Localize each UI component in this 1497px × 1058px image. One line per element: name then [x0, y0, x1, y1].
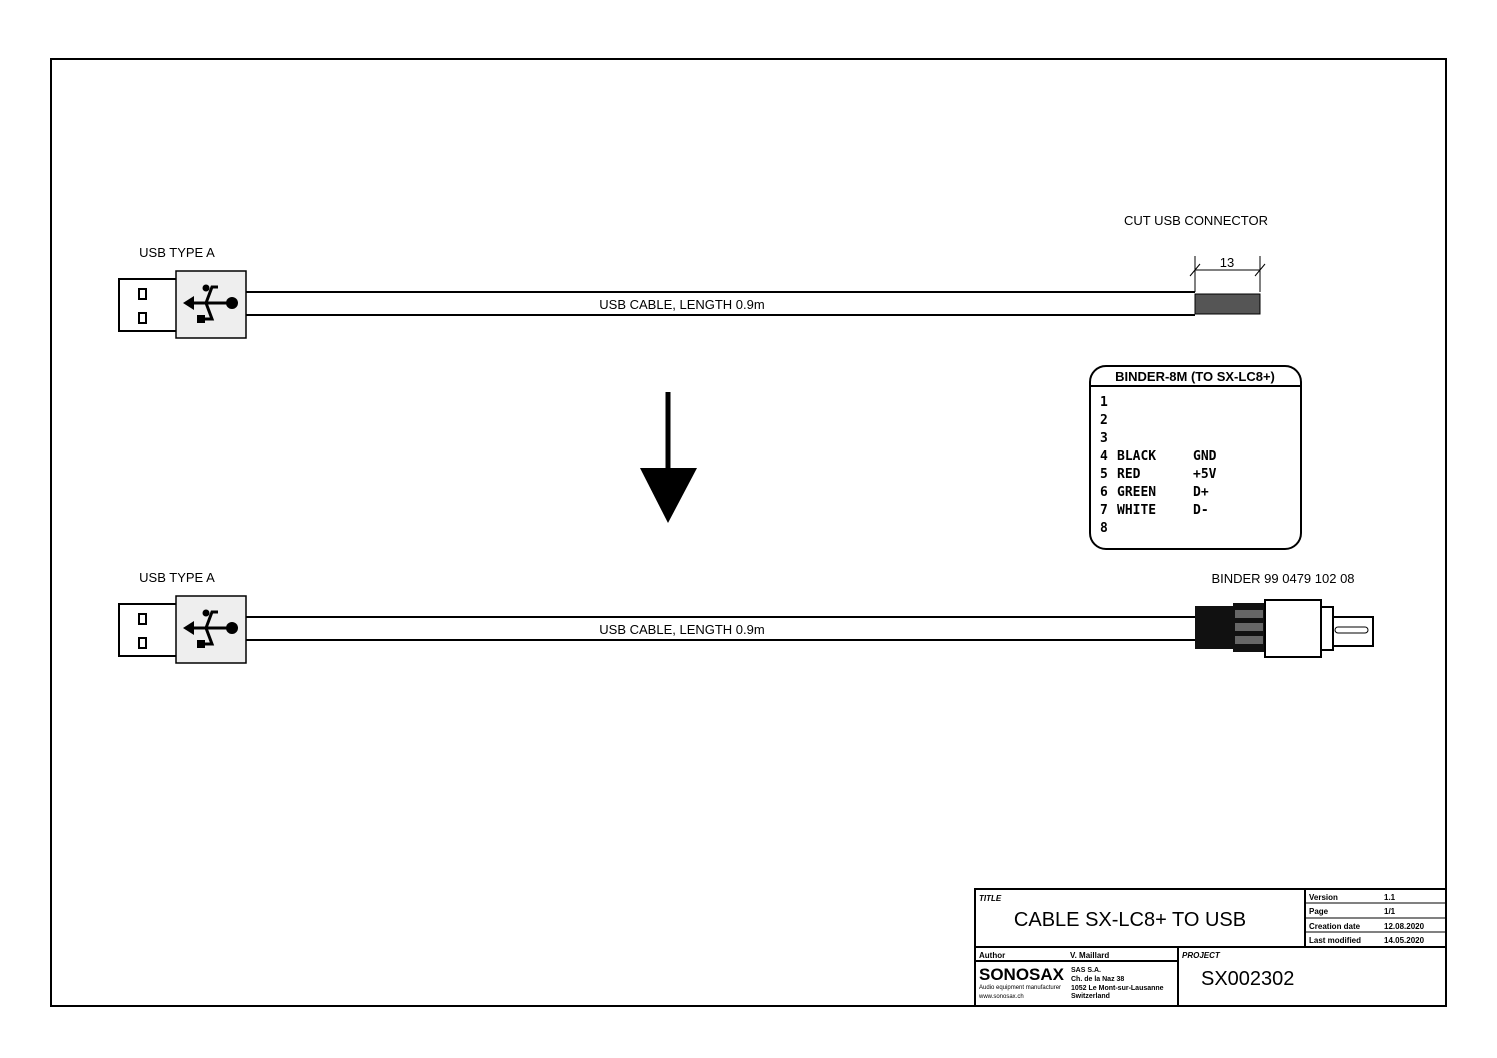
- bottom-assembly: USB TYPE A USB CABLE, LENGTH 0.9m BINDER…: [117, 570, 1374, 665]
- wire-color: RED: [1117, 467, 1141, 482]
- address-line: 1052 Le Mont-sur-Lausanne: [1071, 985, 1164, 992]
- address-line: Switzerland: [1071, 993, 1110, 1000]
- binder-part-label: BINDER 99 0479 102 08: [1211, 571, 1354, 586]
- cut-connector-label: CUT USB CONNECTOR: [1124, 213, 1268, 228]
- binder-connector-icon: [1195, 599, 1374, 658]
- pin-number: 7: [1100, 503, 1108, 518]
- dimension-value: 13: [1220, 255, 1234, 270]
- version-value: 1.1: [1384, 893, 1396, 902]
- wire-color: WHITE: [1117, 503, 1156, 518]
- pinout-table: BINDER-8M (TO SX-LC8+) 1 2 3 4 BLACK GND 5 RED +…: [1089, 365, 1302, 550]
- dimension-marker: 13: [1189, 255, 1266, 292]
- author-value: V. Maillard: [1070, 951, 1109, 960]
- project-number: SX002302: [1201, 968, 1294, 990]
- title-caption: TITLE: [979, 894, 1002, 903]
- cut-cable-end: [1194, 293, 1261, 315]
- usb-type-a-connector-icon: [117, 594, 248, 665]
- sheet-border: [50, 58, 1447, 1007]
- wire-color: GREEN: [1117, 485, 1156, 500]
- usb-type-a-connector-icon: [117, 269, 248, 340]
- pin-number: 4: [1100, 449, 1108, 464]
- pin-number: 8: [1100, 521, 1108, 536]
- company-tagline: Audio equipment manufacturer: [979, 985, 1061, 991]
- top-assembly: USB TYPE A USB CABLE, LENGTH 0.9m CUT US…: [117, 213, 1268, 340]
- page-label: Page: [1309, 907, 1329, 916]
- author-label: Author: [979, 951, 1005, 960]
- title-block: TITLE CABLE SX-LC8+ TO USB Version 1.1 P…: [974, 888, 1447, 1007]
- company-website: www.sonosax.ch: [978, 994, 1024, 1000]
- address-line: Ch. de la Naz 38: [1071, 976, 1124, 983]
- pin-number: 2: [1100, 413, 1108, 428]
- usb-type-a-label: USB TYPE A: [139, 245, 215, 260]
- arrow-down-icon: [640, 392, 697, 523]
- project-caption: PROJECT: [1182, 951, 1221, 960]
- sonosax-logo: SONOSAX: [979, 965, 1065, 984]
- pin-signal: +5V: [1193, 467, 1217, 482]
- pin-number: 6: [1100, 485, 1108, 500]
- cable-label: USB CABLE, LENGTH 0.9m: [599, 297, 764, 312]
- last-modified-label: Last modified: [1309, 936, 1361, 945]
- pin-signal: D+: [1193, 485, 1209, 500]
- pin-signal: GND: [1193, 449, 1217, 464]
- pin-number: 3: [1100, 431, 1108, 446]
- usb-type-a-label: USB TYPE A: [139, 570, 215, 585]
- drawing-title: CABLE SX-LC8+ TO USB: [1014, 909, 1246, 931]
- pin-number: 1: [1100, 395, 1108, 410]
- creation-date-value: 12.08.2020: [1384, 922, 1425, 931]
- page-value: 1/1: [1384, 907, 1396, 916]
- cable-label: USB CABLE, LENGTH 0.9m: [599, 622, 764, 637]
- pin-number: 5: [1100, 467, 1108, 482]
- creation-date-label: Creation date: [1309, 922, 1361, 931]
- last-modified-value: 14.05.2020: [1384, 936, 1425, 945]
- wire-color: BLACK: [1117, 449, 1156, 464]
- version-label: Version: [1309, 893, 1338, 902]
- address-line: SAS S.A.: [1071, 967, 1101, 974]
- pin-signal: D-: [1193, 503, 1209, 518]
- pinout-title: BINDER-8M (TO SX-LC8+): [1115, 369, 1275, 384]
